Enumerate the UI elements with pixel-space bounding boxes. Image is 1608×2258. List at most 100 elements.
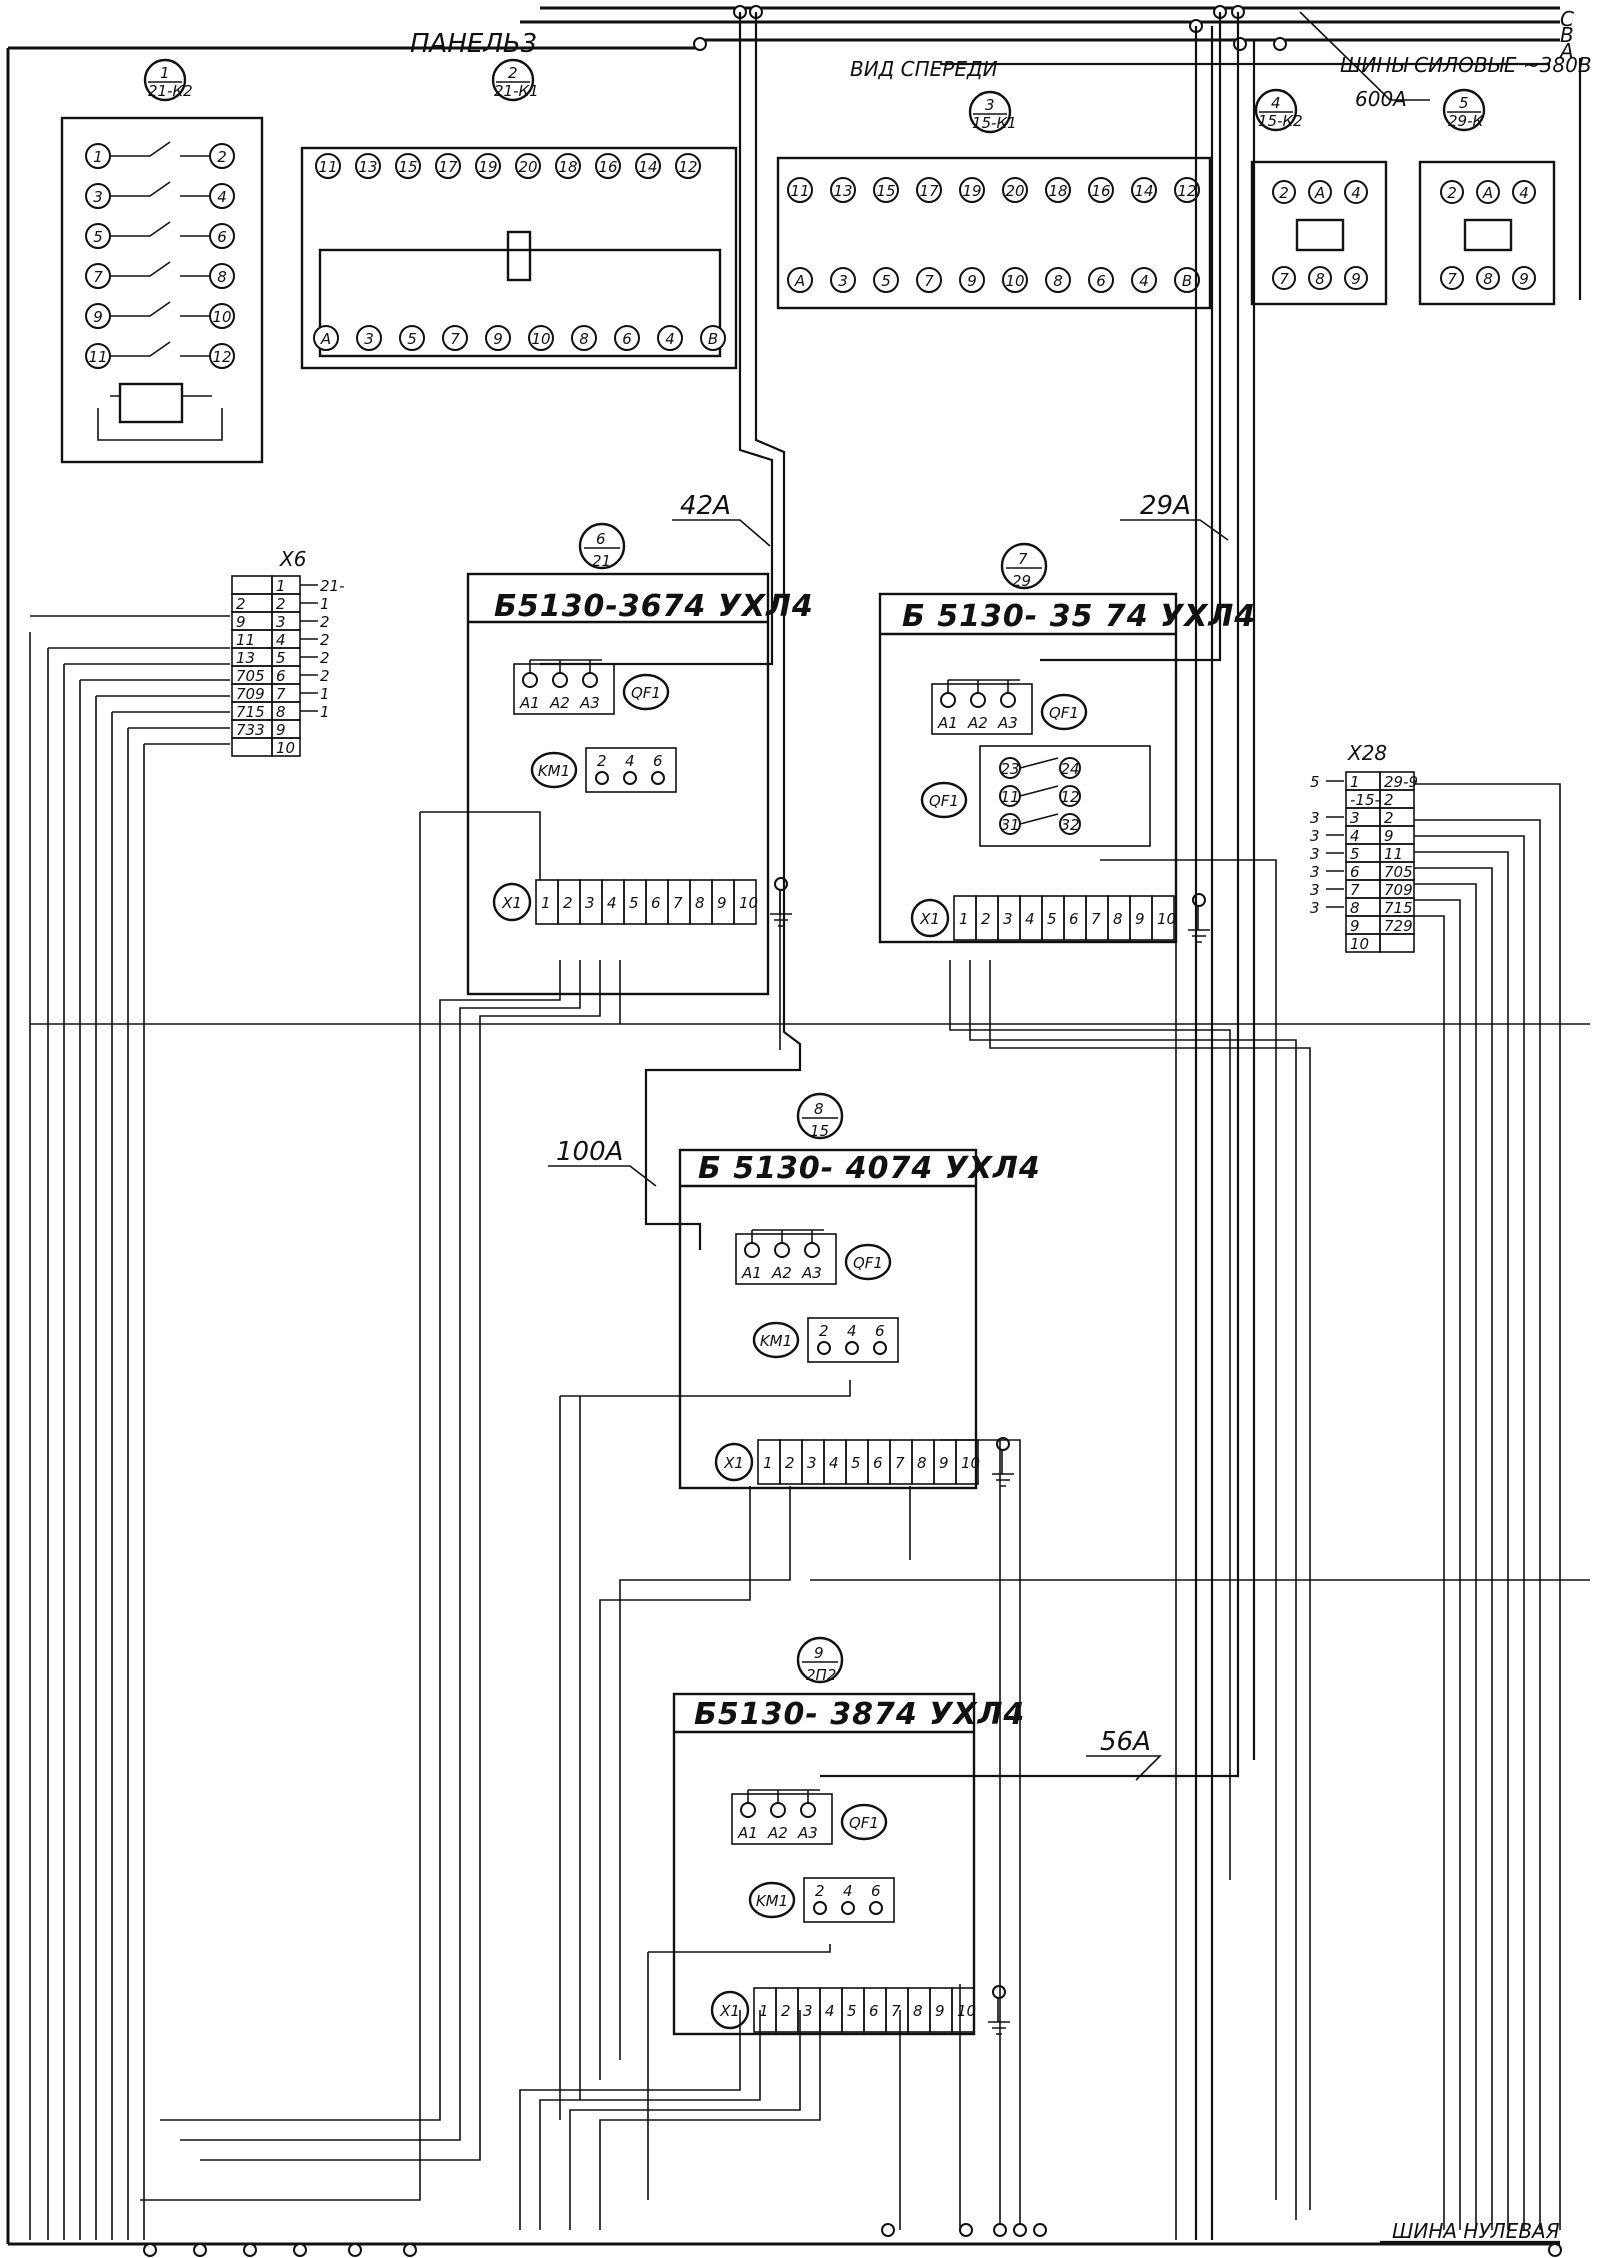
svg-text:6: 6 [1069, 910, 1079, 928]
relay2-top-pin-16: 16 [595, 153, 621, 179]
relay2-bottom-pin-3: 3 [356, 325, 382, 351]
relay2-bottom-pin-5: 5 [399, 325, 425, 351]
svg-text:3: 3 [807, 1454, 817, 1472]
svg-text:15: 15 [810, 1122, 829, 1140]
relay2-top-pin-19: 19 [475, 153, 501, 179]
svg-text:23: 23 [1000, 760, 1019, 778]
device-2: 2 21-К1 [300, 58, 738, 370]
feed-56a-leader [1086, 1755, 1162, 1781]
svg-text:X6: X6 [279, 547, 306, 571]
relay2-bottom-pin-4: 4 [657, 325, 683, 351]
svg-text:6: 6 [1350, 863, 1360, 881]
bus-label-c: C [1560, 7, 1574, 31]
svg-text:X1: X1 [501, 894, 522, 912]
svg-text:17: 17 [438, 158, 458, 176]
svg-text:12: 12 [678, 158, 697, 176]
svg-text:1: 1 [541, 894, 551, 912]
relay1-pin-3: 3 [85, 183, 111, 209]
feed-29a-leader [1120, 519, 1229, 541]
breaker-6-model: Б5130-3674 УХЛ4 [494, 589, 814, 624]
relay2-top-pin-17: 17 [435, 153, 461, 179]
svg-text:18: 18 [558, 158, 577, 176]
svg-text:5: 5 [407, 330, 417, 348]
svg-text:8: 8 [579, 330, 589, 348]
svg-text:2: 2 [785, 1454, 795, 1472]
svg-text:12: 12 [1177, 182, 1196, 200]
svg-text:4: 4 [1351, 184, 1361, 202]
svg-text:6: 6 [651, 894, 661, 912]
relay3-bottom-pin-6: 6 [1088, 267, 1114, 293]
relay3-top-pin-13: 13 [830, 177, 856, 203]
svg-text:6: 6 [1096, 272, 1106, 290]
relay5-pin-4: 4 [1512, 180, 1536, 204]
svg-text:6: 6 [596, 530, 606, 548]
svg-text:19: 19 [478, 158, 497, 176]
relay1-pin-6: 6 [209, 223, 235, 249]
svg-text:3: 3 [1310, 881, 1320, 899]
svg-text:7: 7 [891, 2002, 901, 2020]
svg-text:QF1: QF1 [849, 1814, 879, 1832]
svg-text:3: 3 [1310, 809, 1320, 827]
svg-text:3: 3 [803, 2002, 813, 2020]
svg-text:1: 1 [1350, 773, 1360, 791]
svg-text:7: 7 [1279, 270, 1289, 288]
relay5-pin-7: 7 [1440, 266, 1464, 290]
svg-text:3: 3 [276, 613, 286, 631]
relay3-top-pin-11: 11 [787, 177, 813, 203]
breaker-9-model: Б5130- 3874 УХЛ4 [694, 1697, 1025, 1732]
power-bus-title: ШИНЫ СИЛОВЫЕ ~380В [1340, 53, 1592, 77]
svg-text:4: 4 [607, 894, 617, 912]
svg-text:KM1: KM1 [756, 1892, 788, 1910]
svg-text:7: 7 [450, 330, 460, 348]
svg-text:A3: A3 [997, 714, 1018, 732]
feed-29a: 29А [1140, 491, 1191, 521]
qf-contact-31: 31 [999, 813, 1021, 835]
relay1-pin-9: 9 [85, 303, 111, 329]
svg-text:4: 4 [1139, 272, 1149, 290]
qf1-badge: QF1 [844, 1243, 892, 1281]
svg-text:2: 2 [320, 667, 330, 685]
svg-text:8: 8 [217, 268, 227, 286]
relay3-bottom-pin-B: B [1174, 267, 1200, 293]
svg-text:16: 16 [1091, 182, 1110, 200]
relay1-pin-10: 10 [209, 303, 235, 329]
x6-row: 10 [276, 739, 295, 757]
svg-text:4: 4 [1271, 94, 1281, 112]
x28-row: 10 [1350, 935, 1369, 953]
relay4-pin-8: 8 [1308, 266, 1332, 290]
qf-contact-11: 11 [999, 785, 1021, 807]
svg-text:2: 2 [508, 64, 518, 82]
svg-text:13: 13 [833, 182, 852, 200]
svg-text:2: 2 [276, 595, 286, 613]
svg-text:15-К2: 15-К2 [1258, 112, 1303, 130]
svg-text:17: 17 [919, 182, 939, 200]
svg-text:-15-: -15- [1350, 791, 1380, 809]
svg-text:11: 11 [790, 182, 809, 200]
svg-text:A3: A3 [797, 1824, 818, 1842]
svg-text:14: 14 [638, 158, 657, 176]
svg-text:3: 3 [1310, 845, 1320, 863]
svg-text:4: 4 [847, 1322, 857, 1340]
svg-text:A2: A2 [767, 1824, 788, 1842]
svg-text:12: 12 [212, 348, 231, 366]
svg-text:1: 1 [160, 64, 170, 82]
svg-text:4: 4 [665, 330, 675, 348]
svg-text:X28: X28 [1347, 741, 1387, 765]
svg-text:3: 3 [838, 272, 848, 290]
panel-title: ПАНЕЛЬ3 [410, 29, 537, 59]
device-1: 1 21-К2 [60, 58, 264, 464]
svg-text:2: 2 [320, 649, 330, 667]
